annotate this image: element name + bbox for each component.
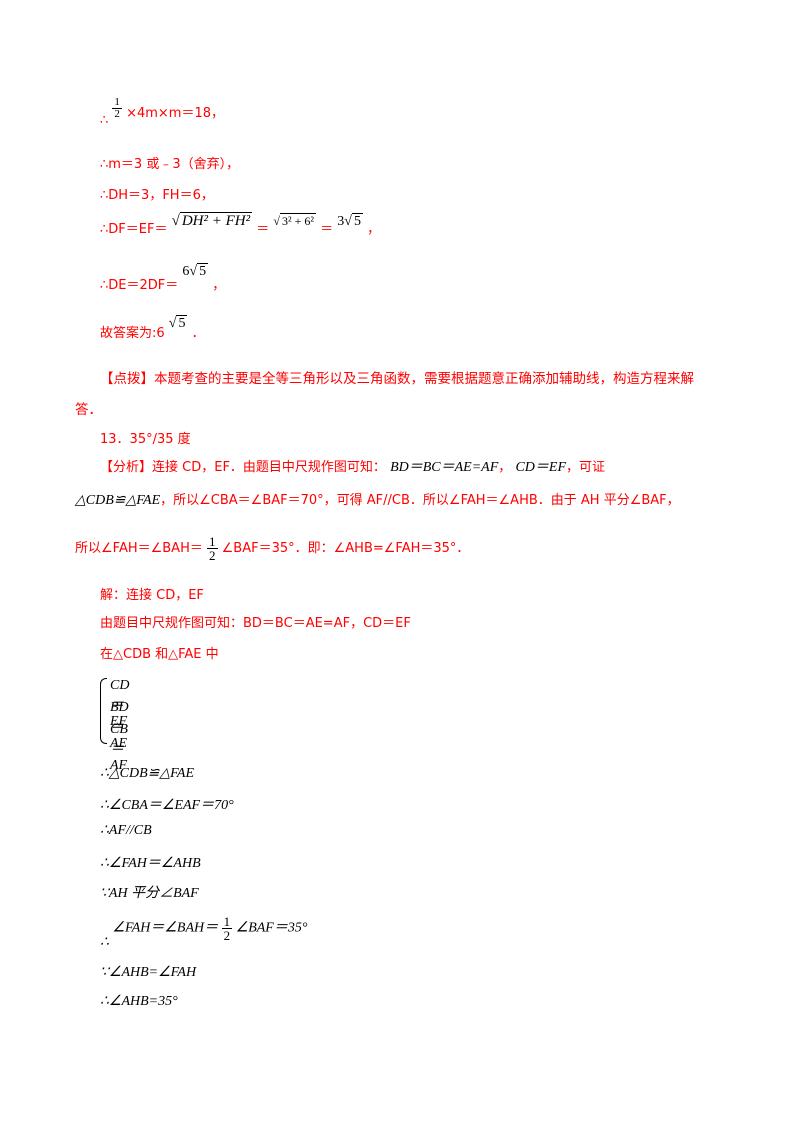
analysis-text-4a: 所以∠FAH＝∠BAH＝ (75, 541, 203, 556)
analysis-line-2: △CDB≌△FAE，所以∠CBA＝∠BAF＝70°，可得 AF//CB．所以∠F… (75, 489, 680, 509)
step-6-post: ∠BAF＝35° (235, 920, 308, 936)
system-line-2: BD＝AE (110, 700, 129, 751)
coef-3: 3 (337, 214, 345, 229)
step-5: ∵AH 平分∠BAF (100, 886, 199, 901)
comment-tag: 【点拨】 (100, 371, 154, 387)
equals-sign-2: ＝ (320, 222, 334, 237)
step-6-pre: ∠FAH＝∠BAH＝ (112, 920, 219, 936)
fraction-half: 1 2 (112, 97, 122, 120)
sqrt-5-c: √5 (168, 315, 188, 331)
sqrt-dh-fh: √DH² + FH² (171, 212, 253, 229)
step-4: ∴∠FAH＝∠AHB (100, 856, 201, 871)
sqrt-radicand-4: 5 (197, 263, 209, 279)
comment-text: 本题考查的主要是全等三角形以及三角函数，需要根据题意正确添加辅助线，构造方程来解 (154, 371, 694, 387)
sqrt-5-b: √5 (189, 263, 209, 279)
step-8: ∴∠AHB=35° (100, 994, 178, 1009)
fraction-half-3: 1 2 (221, 914, 233, 943)
coef-6: 6 (182, 264, 190, 279)
line-4-prefix: ∴DF＝EF＝ (100, 222, 168, 237)
line-2: ∴m＝3 或﹣3（舍弃）， (100, 157, 240, 172)
step-3: ∴AF//CB (100, 823, 152, 838)
line-4: ∴DF＝EF＝ √DH² + FH² ＝ √3² + 6² ＝ 3√5 ， (100, 210, 380, 237)
comment-continuation: 答． (75, 402, 102, 418)
analysis-line-1: 【分析】连接 CD，EF．由题目中尺规作图可知： BD＝BC＝AE=AF， CD… (100, 456, 605, 476)
step-6: ∴ ∠FAH＝∠BAH＝ 1 2 ∠BAF＝35° (100, 914, 308, 950)
answer-prefix: 故答案为:6 (100, 326, 165, 341)
sqrt-radicand-3: 5 (351, 213, 363, 229)
equation-cd-ef: CD＝EF (515, 460, 567, 475)
step-2: ∴∠CBA＝∠EAF＝70° (100, 798, 234, 813)
solution-line-1: 解：连接 CD，EF (100, 588, 204, 603)
analysis-line-3: 所以∠FAH＝∠BAH＝ 1 2 ∠BAF＝35°．即：∠AHB=∠FAH＝35… (75, 535, 469, 562)
fraction-half-2: 1 2 (207, 535, 218, 562)
line-5: ∴DE＝2DF＝ 6√5 ， (100, 260, 225, 293)
sqrt-radicand-2: 3² + 6² (280, 213, 316, 228)
congruence-statement: △CDB≌△FAE (75, 493, 161, 508)
comment-paragraph: 【点拨】本题考查的主要是全等三角形以及三角函数，需要根据题意正确添加辅助线，构造… (100, 367, 694, 387)
line-5-prefix: ∴DE＝2DF＝ (100, 278, 179, 293)
equation-bd-bc: BD＝BC＝AE=AF (390, 460, 499, 475)
line-6: 故答案为:6 √5 ． (100, 312, 205, 341)
fraction-numerator: 1 (112, 96, 122, 109)
analysis-tag: 【分析】 (100, 460, 153, 475)
step-7: ∵∠AHB=∠FAH (100, 965, 197, 980)
system-line-1: CD＝EF (110, 678, 130, 729)
analysis-text-1: 连接 CD，EF．由题目中尺规作图可知： (152, 460, 386, 475)
comma-1: ， (367, 222, 381, 237)
fraction-denominator-3: 2 (223, 928, 231, 943)
solution-line-3: 在△CDB 和△FAE 中 (100, 647, 219, 662)
sqrt-3-6: √3² + 6² (273, 213, 316, 228)
step-1: ∴△CDB≌△FAE (100, 766, 195, 781)
fraction-denominator-2: 2 (209, 548, 216, 563)
line-1: ∴ 1 2 ×4m×m＝18， (100, 97, 224, 129)
comma-2: ， (212, 278, 226, 293)
therefore-symbol: ∴ (100, 113, 109, 128)
fraction-numerator-2: 1 (207, 534, 218, 549)
fraction-numerator-3: 1 (221, 914, 233, 929)
line-3: ∴DH＝3，FH＝6， (100, 188, 214, 203)
question-13-answer: 13．35°/35 度 (100, 432, 191, 447)
analysis-text-4b: ∠BAF＝35°．即：∠AHB=∠FAH＝35°． (221, 541, 470, 556)
comma-3: ， (498, 460, 512, 475)
equation-text: ×4m×m＝18， (126, 106, 224, 121)
period-1: ． (191, 326, 205, 341)
fraction-denominator: 2 (114, 108, 120, 120)
sqrt-5-a: √5 (344, 213, 363, 229)
system-line-3: CB＝AF (110, 722, 128, 773)
sqrt-radicand-5: 5 (176, 315, 188, 331)
analysis-text-3: ，所以∠CBA＝∠BAF＝70°，可得 AF//CB．所以∠FAH＝∠AHB．由… (160, 493, 680, 508)
step-6-therefore: ∴ (100, 934, 109, 950)
equals-sign-1: ＝ (256, 222, 270, 237)
sqrt-radicand-1: DH² + FH² (179, 212, 253, 229)
left-brace (100, 678, 107, 744)
solution-line-2: 由题目中尺规作图可知：BD＝BC＝AE=AF，CD＝EF (100, 616, 411, 631)
analysis-text-2: ，可证 (566, 460, 606, 475)
